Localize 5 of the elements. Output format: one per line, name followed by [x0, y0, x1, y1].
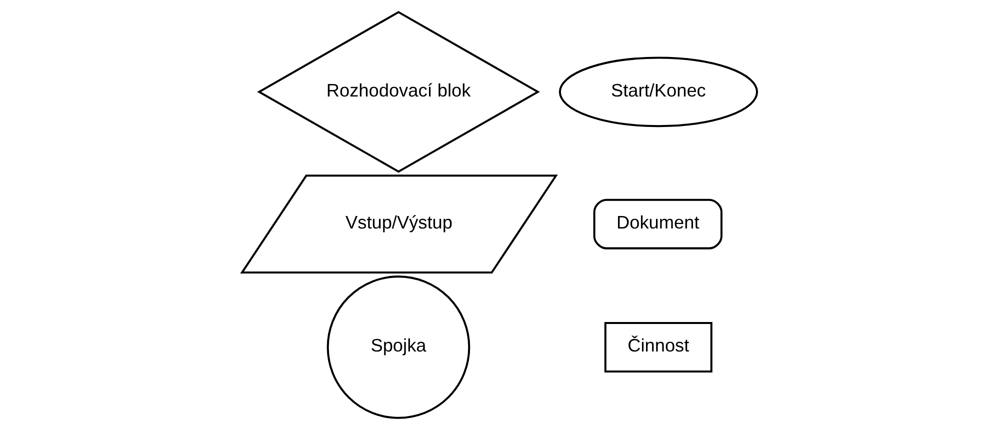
- node-circle: Spojka: [326, 276, 470, 419]
- node-diamond: Rozhodovací blok: [257, 10, 540, 173]
- node-ellipse: Start/Konec: [558, 56, 758, 128]
- node-box: Dokument: [593, 198, 722, 250]
- node-box: Činnost: [604, 322, 712, 372]
